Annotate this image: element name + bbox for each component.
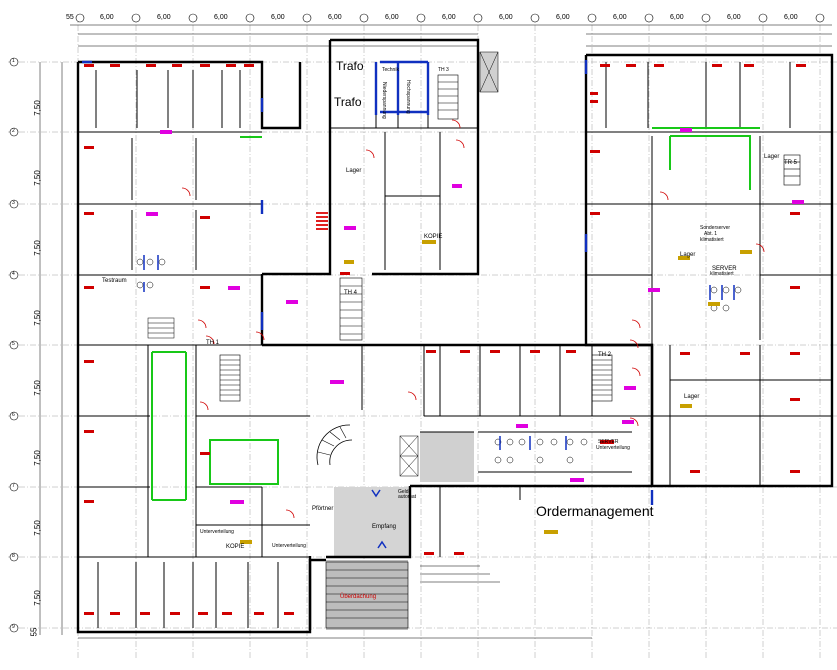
room-th1: TH 1: [206, 340, 220, 346]
shaded-areas: [326, 52, 498, 630]
row-axis-2: 2: [12, 128, 15, 134]
left-dim-4: 7,50: [32, 380, 42, 396]
room-ueberdachung: Überdachung: [340, 594, 377, 600]
dimension-chains: [39, 24, 832, 639]
left-dim-7: 7,50: [32, 590, 42, 606]
room-tr5: TR 5: [784, 160, 798, 166]
elevator-cells: [147, 51, 499, 477]
green-accents: [151, 127, 760, 501]
row-axis-6: 6: [12, 412, 15, 418]
room-lager-right2: Lager: [680, 252, 696, 258]
red-stairs: [316, 212, 328, 230]
wc-blue: [143, 255, 735, 549]
top-dim-2: 6,00: [157, 14, 171, 21]
room-empfang: Empfang: [372, 524, 397, 530]
room-unterverteilung-3: Unterverteilung: [200, 529, 234, 535]
room-hochspannung: Hochspannung: [405, 80, 411, 114]
room-th2: TH 2: [598, 352, 612, 358]
row-axis-8: 8: [12, 553, 15, 559]
left-dim-2: 7,50: [32, 240, 42, 256]
left-dim-3: 7,50: [32, 310, 42, 326]
room-niederspannung: Niederspannung: [381, 82, 387, 119]
room-lager-right3: Lager: [684, 394, 700, 400]
top-dim-0: 55: [66, 14, 74, 21]
room-ordermanagement: Ordermanagement: [536, 503, 654, 519]
row-axis-1: 1: [12, 58, 15, 64]
row-axis-4: 4: [12, 271, 15, 277]
room-sonderserver: Sonderserver: [700, 225, 731, 231]
room-server: SERVER: [712, 266, 737, 272]
top-dim-7: 6,00: [442, 14, 456, 21]
top-dim-13: 6,00: [784, 14, 798, 21]
room-tags-magenta: [146, 128, 804, 504]
top-dim-10: 6,00: [613, 14, 627, 21]
top-dim-8: 6,00: [499, 14, 513, 21]
room-trafo-2: Trafo: [334, 95, 362, 109]
room-server-small: SERVER: [598, 439, 619, 445]
top-dim-12: 6,00: [727, 14, 741, 21]
left-dim-0: 7,50: [32, 100, 42, 116]
row-axis-9: 9: [12, 624, 15, 630]
blue-accents: [82, 60, 654, 505]
room-kopie-bottom: KOPIE: [226, 544, 245, 550]
top-dim-3: 6,00: [214, 14, 228, 21]
row-axis-5: 5: [12, 341, 15, 347]
room-unterverteilung-2: Unterverteilung: [596, 445, 630, 451]
room-geldautomat: Geld-automat: [398, 489, 417, 500]
door-swings: [181, 119, 765, 519]
left-dim-5: 7,50: [32, 450, 42, 466]
room-kopie-center: KOPIE: [424, 234, 443, 240]
room-tags-red: [84, 64, 806, 615]
room-klimatisiert: klimatisiert: [700, 237, 724, 243]
top-dim-5: 6,00: [328, 14, 342, 21]
axis-bubbles-top: [75, 13, 825, 23]
room-trafo-1: Trafo: [336, 59, 364, 73]
room-technik: Technik: [382, 67, 399, 73]
room-pfoertner: Pförtner: [312, 506, 334, 512]
row-axis-7: 7: [12, 483, 15, 489]
top-dim-1: 6,00: [100, 14, 114, 21]
top-dim-4: 6,00: [271, 14, 285, 21]
room-klimatisiert2: klimatisiert: [710, 271, 734, 277]
left-dim-6: 7,50: [32, 520, 42, 536]
top-dim-11: 6,00: [670, 14, 684, 21]
top-dim-9: 6,00: [556, 14, 570, 21]
room-abt: Abt. 1: [704, 231, 718, 237]
room-th3: TH 3: [438, 67, 449, 73]
room-unterverteilung-1: Unterverteilung: [272, 543, 306, 549]
walls: [76, 38, 834, 634]
left-dim-8: 55: [29, 627, 39, 637]
room-testraum: Testraum: [102, 278, 127, 284]
stairs: [219, 74, 801, 629]
room-th4: TH 4: [344, 290, 358, 296]
axis-bubbles-left: [9, 57, 19, 633]
wc-fixtures: [136, 258, 742, 464]
room-lager-center: Lager: [346, 168, 362, 174]
room-lager-right1: Lager: [764, 154, 780, 160]
left-dim-1: 7,50: [32, 170, 42, 186]
top-dim-6: 6,00: [385, 14, 399, 21]
room-tags-yellow: [240, 240, 752, 544]
row-axis-3: 3: [12, 200, 15, 206]
